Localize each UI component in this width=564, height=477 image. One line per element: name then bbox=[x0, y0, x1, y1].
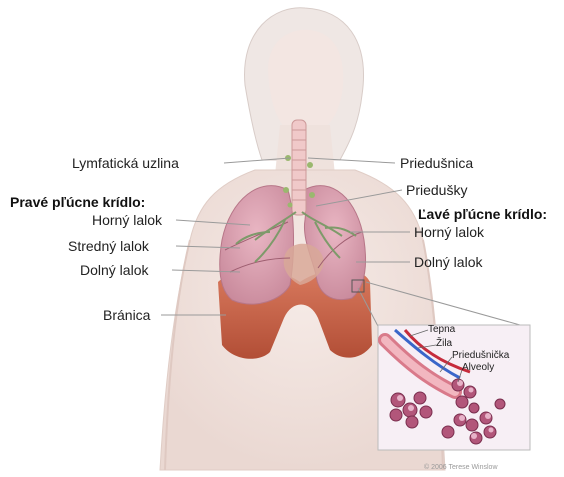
label-left-upper-lobe: Horný lalok bbox=[414, 224, 484, 240]
label-alveoli: Alveoly bbox=[462, 362, 494, 374]
label-bronchiole: Priedušnička bbox=[452, 350, 509, 362]
right-lung-heading: Pravé pľúcne krídlo: bbox=[10, 194, 145, 210]
left-lung-heading: Ľavé pľúcne krídlo: bbox=[418, 206, 547, 222]
label-trachea: Priedušnica bbox=[400, 155, 473, 171]
label-left-lower-lobe: Dolný lalok bbox=[414, 254, 482, 270]
label-diaphragm: Bránica bbox=[103, 307, 150, 323]
label-vein: Žila bbox=[436, 338, 452, 350]
label-lymph-node: Lymfatická uzlina bbox=[72, 155, 179, 171]
copyright-text: © 2006 Terese Winslow bbox=[424, 464, 498, 471]
label-right-upper-lobe: Horný lalok bbox=[92, 212, 162, 228]
label-right-lower-lobe: Dolný lalok bbox=[80, 262, 148, 278]
label-bronchi: Priedušky bbox=[406, 182, 467, 198]
trachea bbox=[292, 120, 306, 215]
label-artery: Tepna bbox=[428, 324, 455, 336]
label-right-middle-lobe: Stredný lalok bbox=[68, 238, 149, 254]
